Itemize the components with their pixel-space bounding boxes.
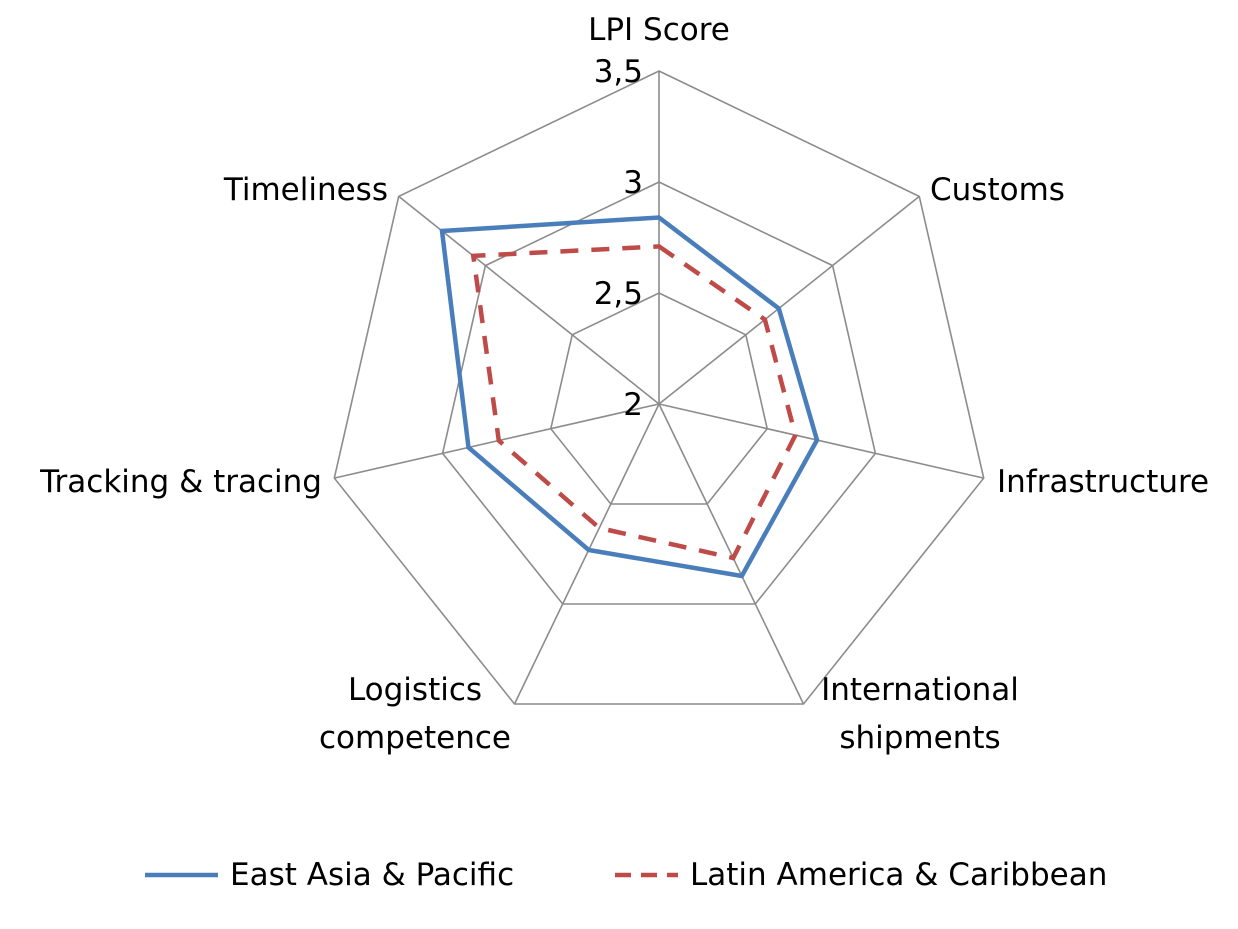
category-label-line: Infrastructure — [997, 464, 1209, 500]
tick-label-0: 2 — [623, 387, 643, 423]
radar-grid — [333, 70, 985, 705]
grid-spoke-1 — [658, 195, 920, 405]
category-label-6: Timeliness — [223, 172, 388, 208]
grid-ring-1 — [549, 292, 769, 505]
grid-spoke-4 — [513, 403, 660, 705]
category-label-line: International — [821, 672, 1019, 708]
category-label-line: Customs — [930, 172, 1065, 208]
category-label-5: Tracking & tracing — [39, 464, 322, 500]
radar-series — [439, 215, 820, 579]
tick-label-3: 3,5 — [594, 54, 643, 90]
tick-label-1: 2,5 — [594, 276, 643, 312]
category-label-line: shipments — [839, 720, 1000, 756]
grid-spoke-3 — [658, 403, 805, 705]
category-label-0: LPI Score — [588, 12, 730, 48]
grid-ring-3 — [333, 70, 985, 705]
series-line-1 — [470, 244, 798, 561]
radial-tick-labels: 2 2,5 3 3,5 — [594, 54, 643, 423]
category-label-2: Infrastructure — [997, 464, 1209, 500]
category-label-line: competence — [319, 720, 511, 756]
category-label-line: Tracking & tracing — [39, 464, 322, 500]
series-line-0 — [439, 215, 820, 579]
category-label-1: Customs — [930, 172, 1065, 208]
legend-label-0: East Asia & Pacific — [230, 857, 514, 893]
category-labels: LPI ScoreCustomsInfrastructureInternatio… — [39, 12, 1209, 756]
legend-label-1: Latin America & Caribbean — [690, 857, 1107, 893]
tick-label-2: 3 — [623, 165, 643, 201]
category-label-line: Logistics — [348, 672, 482, 708]
category-label-4: Logistics competence — [319, 672, 511, 756]
grid-spoke-2 — [658, 403, 984, 479]
category-label-3: International shipments — [821, 672, 1019, 756]
chart-legend: East Asia & Pacific Latin America & Carib… — [145, 857, 1107, 893]
grid-ring-2 — [441, 181, 877, 605]
category-label-line: LPI Score — [588, 12, 730, 48]
category-label-line: Timeliness — [223, 172, 388, 208]
